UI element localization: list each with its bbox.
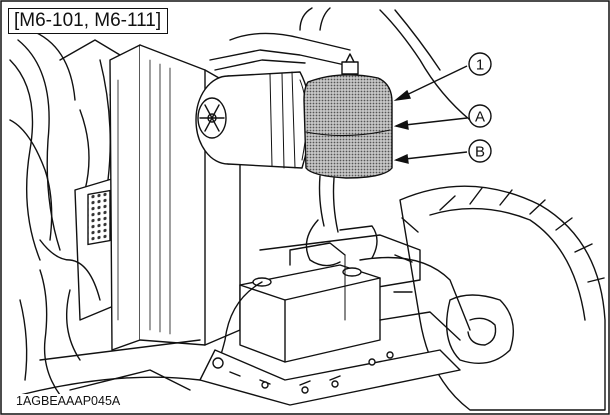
svg-text:1: 1 <box>476 57 484 74</box>
model-label: [M6-101, M6-111] <box>8 8 169 34</box>
callout-b: B <box>468 139 492 163</box>
figure-code: 1AGBEAAAP045A <box>14 394 123 409</box>
callout-1: 1 <box>468 52 492 76</box>
callout-a: A <box>468 104 492 128</box>
svg-text:B: B <box>475 144 485 161</box>
svg-text:A: A <box>475 109 485 126</box>
